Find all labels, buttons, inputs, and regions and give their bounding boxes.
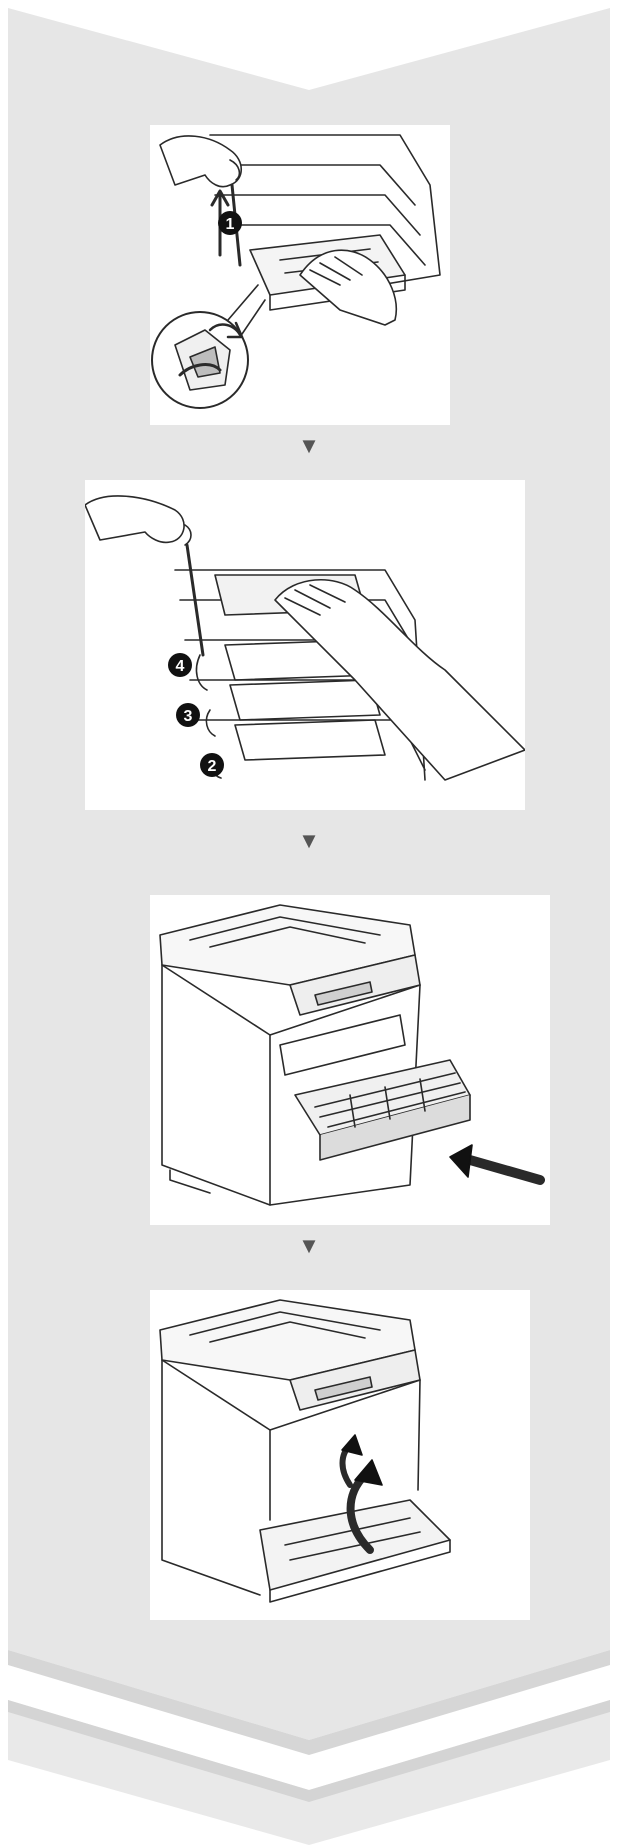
callout-3: 3 <box>184 708 193 725</box>
step-2-illustration: 4 3 2 <box>85 480 525 810</box>
callout-1: 1 <box>226 216 235 233</box>
callout-4: 4 <box>176 658 185 675</box>
step-arrow-2: ▼ <box>298 828 320 853</box>
callout-2: 2 <box>208 758 217 775</box>
step-1-illustration: 1 <box>150 125 450 425</box>
step-arrow-3: ▼ <box>298 1233 320 1258</box>
step-arrow-1: ▼ <box>298 433 320 458</box>
step-4-illustration <box>150 1290 530 1620</box>
step-3-illustration <box>150 895 550 1225</box>
